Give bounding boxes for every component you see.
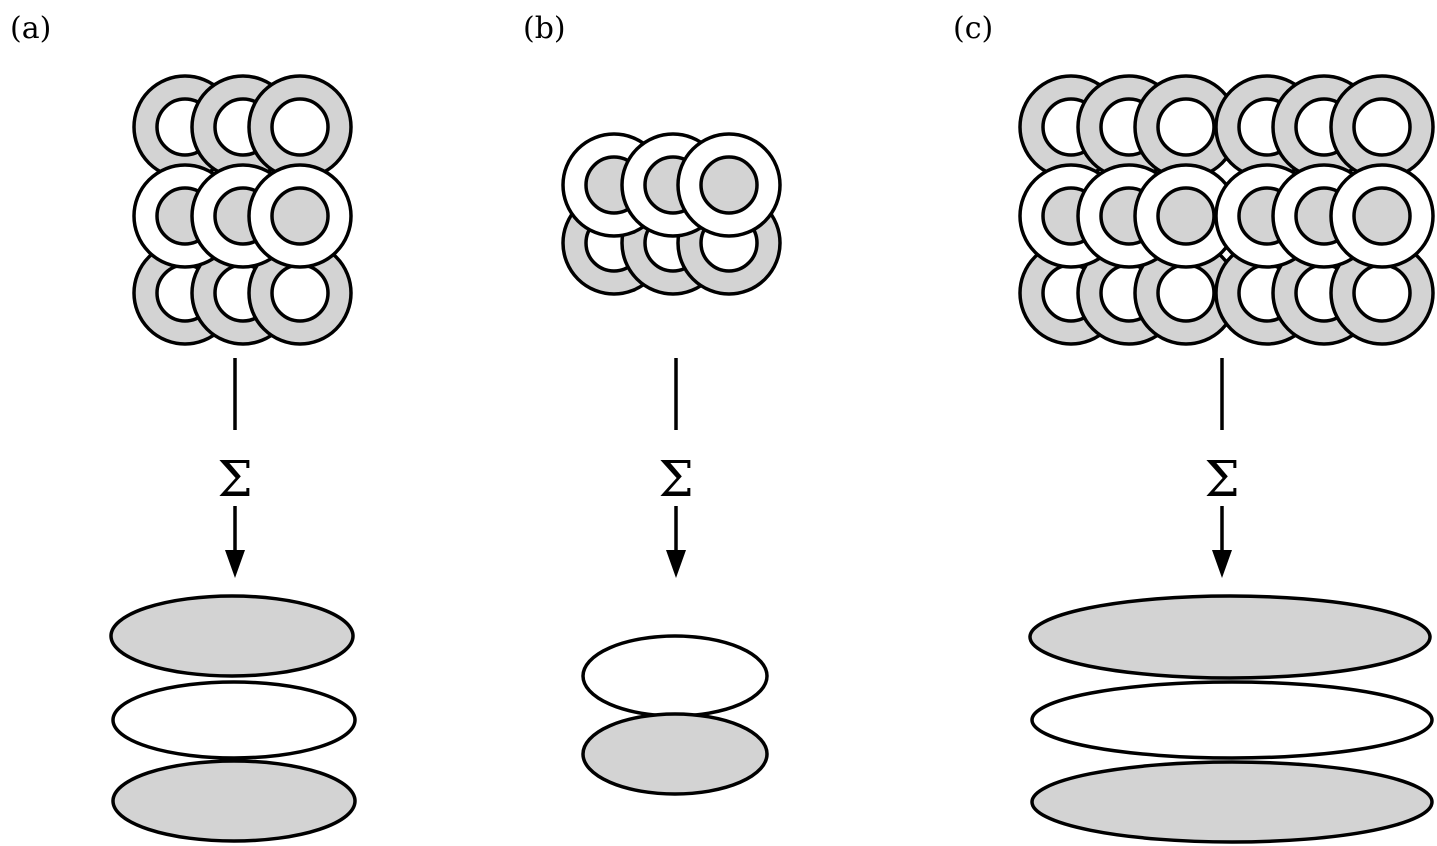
cell-row-a-3 bbox=[132, 240, 353, 346]
arrow-head-a bbox=[225, 550, 245, 578]
panel-label-b: (b) bbox=[523, 11, 566, 46]
cell-row-a-1 bbox=[132, 74, 353, 180]
panel-b: (b) Σ bbox=[523, 11, 782, 796]
cell-grid-b bbox=[561, 132, 782, 296]
arrow-head-c bbox=[1212, 550, 1232, 578]
panel-label-a: (a) bbox=[10, 11, 51, 46]
layer-b-1 bbox=[581, 634, 769, 718]
layer-c-2 bbox=[1030, 680, 1434, 760]
arrow-head-b bbox=[666, 550, 686, 578]
output-stack-b bbox=[581, 634, 769, 796]
sigma-symbol-c: Σ bbox=[1204, 450, 1239, 508]
output-stack-c bbox=[1028, 594, 1434, 844]
layer-c-3 bbox=[1030, 760, 1434, 844]
cell-c-3-6 bbox=[1329, 240, 1435, 346]
panel-a: (a) Σ bbox=[10, 11, 357, 843]
layer-a-3 bbox=[111, 759, 357, 843]
cell-row-c-3 bbox=[1018, 240, 1435, 346]
sigma-symbol-a: Σ bbox=[217, 450, 252, 508]
cell-c-1-6 bbox=[1329, 74, 1435, 180]
layer-c-1 bbox=[1028, 594, 1432, 680]
cell-row-c-2 bbox=[1018, 163, 1435, 269]
cell-c-1-3 bbox=[1133, 74, 1239, 180]
cell-row-c-1 bbox=[1018, 74, 1435, 180]
panel-label-c: (c) bbox=[953, 11, 993, 46]
cell-grid-c bbox=[1018, 74, 1435, 346]
cell-a-2-3 bbox=[247, 163, 353, 269]
layer-a-1 bbox=[109, 594, 355, 678]
cell-a-3-3 bbox=[247, 240, 353, 346]
cell-grid-a bbox=[132, 74, 353, 346]
cell-b-1-3 bbox=[676, 132, 782, 238]
panel-c: (c) bbox=[953, 11, 1435, 844]
cell-row-b-1 bbox=[561, 132, 782, 238]
sigma-symbol-b: Σ bbox=[658, 450, 693, 508]
layer-b-2 bbox=[581, 712, 769, 796]
cell-a-1-3 bbox=[247, 74, 353, 180]
cell-row-a-2 bbox=[132, 163, 353, 269]
cell-c-2-6 bbox=[1329, 163, 1435, 269]
output-stack-a bbox=[109, 594, 357, 843]
layer-a-2 bbox=[111, 680, 357, 760]
